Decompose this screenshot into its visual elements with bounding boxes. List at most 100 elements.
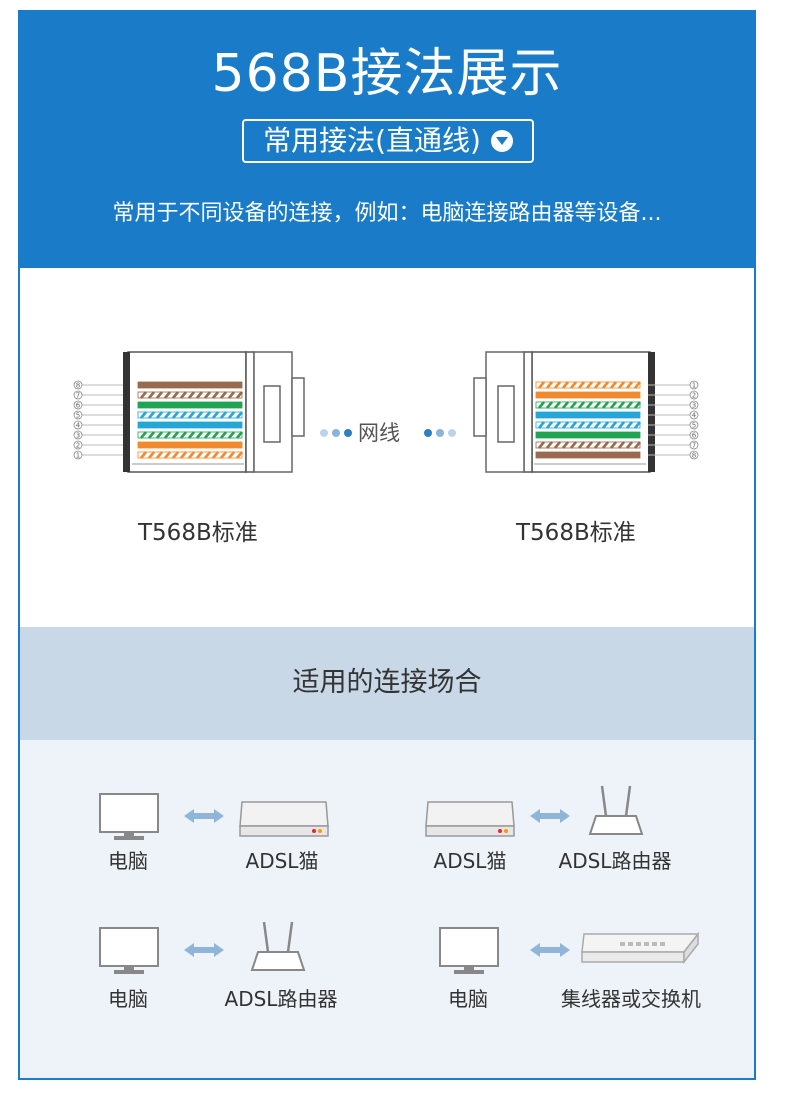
- left-pin-marker: [73, 440, 83, 450]
- left-wire-stripe: [228, 411, 235, 419]
- right-wire-stripe: [602, 421, 609, 429]
- left-pin-number: 5: [76, 412, 80, 420]
- left-pin-number: 8: [76, 382, 80, 390]
- left-wire-stripe: [172, 431, 179, 439]
- modem-icon: [239, 801, 329, 837]
- scenario-3-right-label: ADSL路由器: [224, 987, 338, 1011]
- right-wire-8: [535, 451, 641, 459]
- left-wire-stripe: [140, 451, 147, 459]
- right-wire-stripe: [594, 421, 601, 429]
- right-pin-marker: [689, 440, 699, 450]
- right-wire-4: [535, 411, 641, 419]
- scenario-2-left-label: ADSL猫: [433, 849, 507, 873]
- scenario-section-header: 适用的连接场合: [20, 627, 754, 740]
- right-pin-number: 4: [692, 412, 697, 420]
- right-wire-stripe: [538, 441, 545, 449]
- left-wire-stripe: [156, 431, 163, 439]
- right-pin-marker: [689, 420, 699, 430]
- left-wire-stripe: [180, 451, 187, 459]
- bidirectional-arrow-icon: [184, 943, 224, 957]
- right-pin-number: 5: [692, 422, 696, 430]
- left-wire-stripe: [236, 451, 243, 459]
- right-wire-stripe: [578, 381, 585, 389]
- cable-dot: [332, 429, 340, 437]
- right-wire-stripe: [562, 401, 569, 409]
- header-banner: 568B接法展示 常用接法(直通线) 常用于不同设备的连接，例如：电脑连接路由器…: [20, 12, 754, 268]
- right-wire-stripe: [626, 401, 633, 409]
- right-pin-number: 7: [692, 442, 696, 450]
- scenario-grid: 电脑 ADSL猫 ADSL猫 ADSL路由器: [20, 740, 754, 1078]
- right-wire-stripe: [594, 401, 601, 409]
- left-wire-stripe: [180, 431, 187, 439]
- right-wire-stripe: [618, 421, 625, 429]
- left-wire-stripe: [212, 431, 219, 439]
- left-wire-4: [137, 421, 243, 429]
- right-wire-stripe: [634, 441, 641, 449]
- right-pin-number: 3: [692, 402, 696, 410]
- right-pin-number: 8: [692, 452, 696, 460]
- right-wire-stripe: [626, 381, 633, 389]
- left-wire-stripe: [172, 391, 179, 399]
- left-wire-stripe: [148, 411, 155, 419]
- left-pin-marker: [73, 400, 83, 410]
- right-pin-marker: [689, 390, 699, 400]
- right-wire-stripe: [602, 381, 609, 389]
- left-pin-marker: [73, 390, 83, 400]
- left-pin-number: 7: [76, 392, 80, 400]
- right-wire-stripe: [554, 401, 561, 409]
- cable-dot: [448, 429, 456, 437]
- scenario-2-right-label: ADSL路由器: [558, 849, 672, 873]
- left-wire-stripe: [196, 411, 203, 419]
- left-wire-stripe: [220, 431, 227, 439]
- scenario-1-left-label: 电脑: [108, 849, 148, 873]
- left-wire-stripe: [220, 411, 227, 419]
- right-wire-stripe: [570, 421, 577, 429]
- left-pin-marker: [73, 430, 83, 440]
- left-wire-stripe: [236, 431, 243, 439]
- right-wire-stripe: [634, 421, 641, 429]
- page-frame: 568B接法展示 常用接法(直通线) 常用于不同设备的连接，例如：电脑连接路由器…: [18, 10, 756, 1080]
- left-wire-stripe: [164, 431, 171, 439]
- left-wire-stripe: [180, 391, 187, 399]
- left-pin-number: 2: [76, 442, 80, 450]
- left-wire-stripe: [236, 411, 243, 419]
- right-wire-stripe: [586, 421, 593, 429]
- right-wire-stripe: [610, 401, 617, 409]
- right-wire-stripe: [610, 441, 617, 449]
- monitor-icon: [99, 793, 159, 840]
- right-pin-marker: [689, 430, 699, 440]
- router-icon: [588, 785, 644, 835]
- right-wire-stripe: [634, 381, 641, 389]
- left-wire-stripe: [188, 431, 195, 439]
- right-wire-stripe: [618, 441, 625, 449]
- header-subtitle: 常用于不同设备的连接，例如：电脑连接路由器等设备...: [112, 201, 662, 226]
- right-standard-label: T568B标准: [516, 520, 636, 546]
- right-wire-stripe: [626, 441, 633, 449]
- left-wire-stripe: [188, 451, 195, 459]
- right-wire-6: [535, 431, 641, 439]
- left-wire-stripe: [204, 411, 211, 419]
- cable-dot: [424, 429, 432, 437]
- left-wire-stripe: [228, 431, 235, 439]
- left-wire-stripe: [164, 391, 171, 399]
- scenario-1-right-label: ADSL猫: [245, 849, 319, 873]
- right-wire-stripe: [546, 381, 553, 389]
- right-wire-stripe: [602, 401, 609, 409]
- wiring-mode-dropdown[interactable]: 常用接法(直通线): [242, 119, 534, 163]
- left-pin-number: 4: [76, 422, 81, 430]
- right-pin-marker: [689, 410, 699, 420]
- right-wire-stripe: [618, 401, 625, 409]
- bidirectional-arrow-icon: [530, 943, 570, 957]
- right-wire-stripe: [602, 441, 609, 449]
- right-pin-number: 2: [692, 392, 696, 400]
- left-wire-stripe: [196, 391, 203, 399]
- right-pin-number: 6: [692, 432, 697, 440]
- bidirectional-arrow-icon: [530, 809, 570, 823]
- left-wire-stripe: [156, 411, 163, 419]
- left-wire-stripe: [188, 391, 195, 399]
- right-wire-stripe: [594, 441, 601, 449]
- cable-dot: [320, 429, 328, 437]
- right-wire-stripe: [626, 421, 633, 429]
